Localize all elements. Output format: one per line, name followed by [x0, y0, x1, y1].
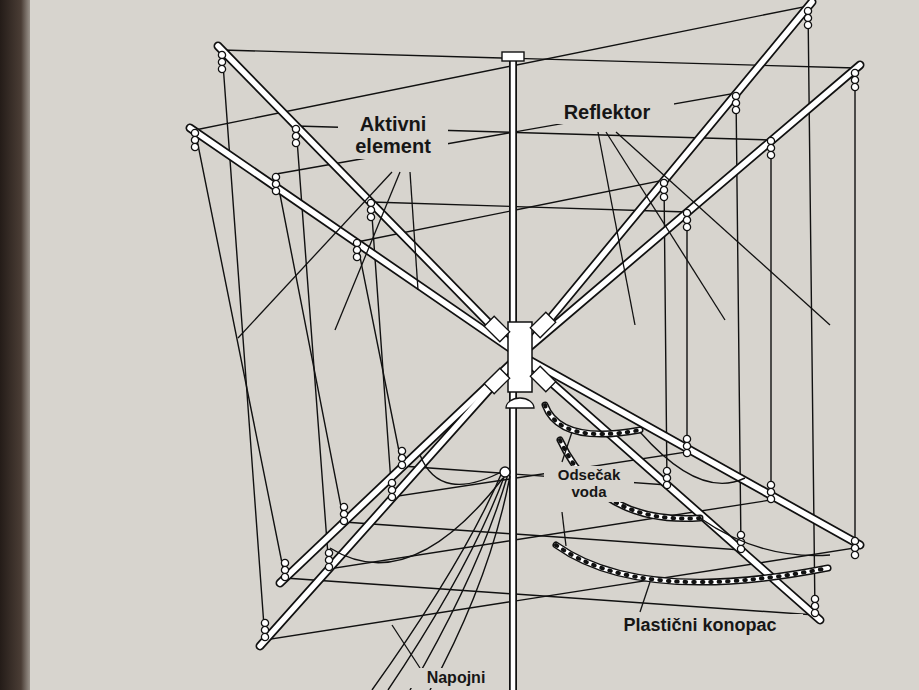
part-label: Reflektor — [540, 100, 674, 124]
spreaders — [190, 2, 860, 646]
book-binding — [0, 0, 30, 690]
part-label: Odsečak voda — [544, 466, 634, 502]
wire-loops — [195, 6, 855, 640]
part-label: Napojni — [408, 668, 504, 688]
insulators — [191, 7, 858, 640]
plastic-ropes — [330, 432, 830, 563]
part-label: Aktivni element — [338, 112, 448, 159]
part-label: Plastični konopac — [597, 614, 803, 636]
feed-lines — [372, 467, 510, 690]
leader-lines — [238, 132, 830, 668]
line-stubs — [545, 405, 828, 582]
